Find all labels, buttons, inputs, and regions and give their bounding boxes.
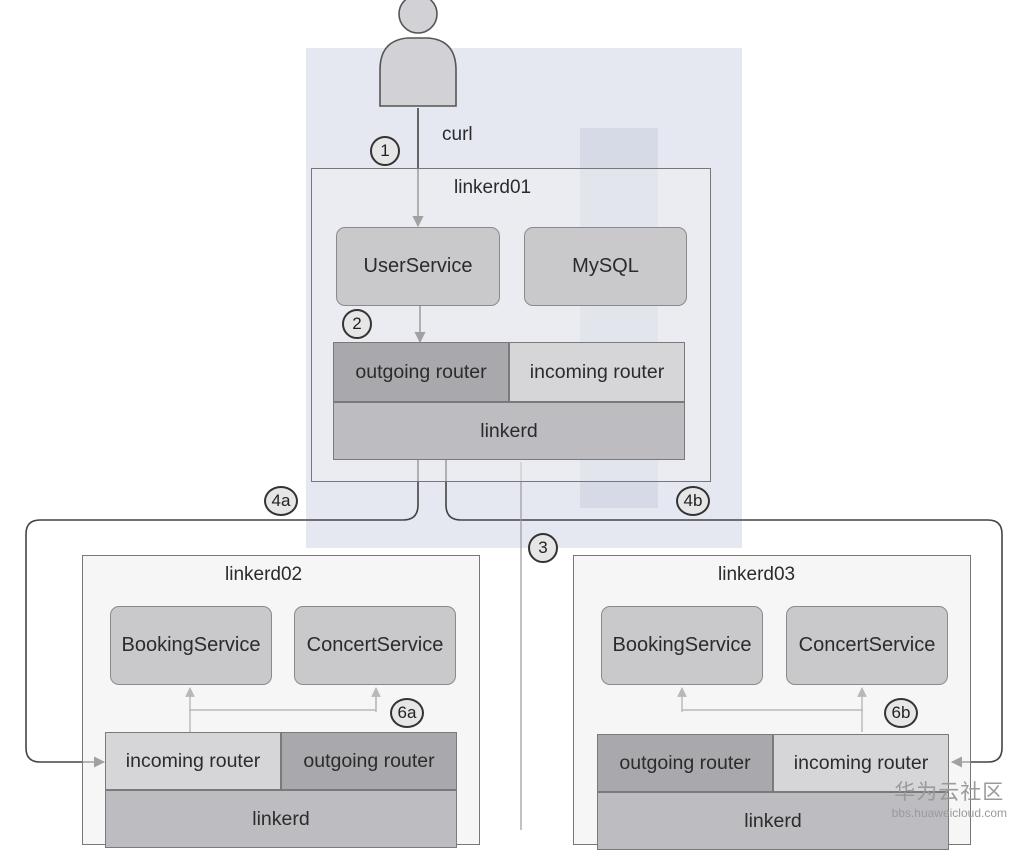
route-4a [25, 402, 419, 768]
booking-service-03: BookingService [601, 606, 763, 685]
architecture-diagram: curl linkerd01 UserService MySQL outgoin… [25, 0, 1007, 850]
outgoing-router-01: outgoing router [333, 342, 509, 402]
site-brand: 华为云社区 bbs.huaweicloud.com [892, 776, 1007, 820]
concert-service-02: ConcertService [294, 606, 456, 685]
linkerd03-title: linkerd03 [718, 564, 796, 585]
concert-service-02-label: ConcertService [306, 634, 444, 656]
user-service-label: UserService [363, 255, 473, 277]
step-6a-marker: 6a [390, 698, 424, 728]
route-4b [445, 402, 1003, 768]
curl-label: curl [442, 124, 473, 145]
incoming-router-02: incoming router [105, 732, 281, 790]
outgoing-router-03: outgoing router [597, 734, 773, 792]
step-4b-marker: 4b [676, 486, 710, 516]
incoming-router-03: incoming router [773, 734, 949, 792]
concert-service-03: ConcertService [786, 606, 948, 685]
brand-name: 华为云社区 [894, 780, 1005, 804]
step-3-marker: 3 [528, 533, 558, 563]
outgoing-router-02: outgoing router [281, 732, 457, 790]
linkerd01-title: linkerd01 [454, 177, 532, 198]
concert-service-03-label: ConcertService [798, 634, 936, 656]
booking-service-02-label: BookingService [121, 634, 261, 656]
booking-service-03-label: BookingService [612, 634, 752, 656]
step-4a-marker: 4a [264, 486, 298, 516]
step-6b-marker: 6b [884, 698, 918, 728]
mysql-box: MySQL [524, 227, 687, 306]
step-2-marker: 2 [342, 309, 372, 339]
mysql-label: MySQL [572, 255, 639, 277]
step-1-marker: 1 [370, 136, 400, 166]
user-icon [379, 0, 457, 107]
linkerd-proxy-02: linkerd [105, 790, 457, 848]
linkerd02-title: linkerd02 [225, 564, 303, 585]
linkerd-proxy-01: linkerd [333, 402, 685, 460]
brand-url: bbs.huaweicloud.com [891, 806, 1007, 820]
booking-service-02: BookingService [110, 606, 272, 685]
user-service-box: UserService [336, 227, 500, 306]
incoming-router-01: incoming router [509, 342, 685, 402]
